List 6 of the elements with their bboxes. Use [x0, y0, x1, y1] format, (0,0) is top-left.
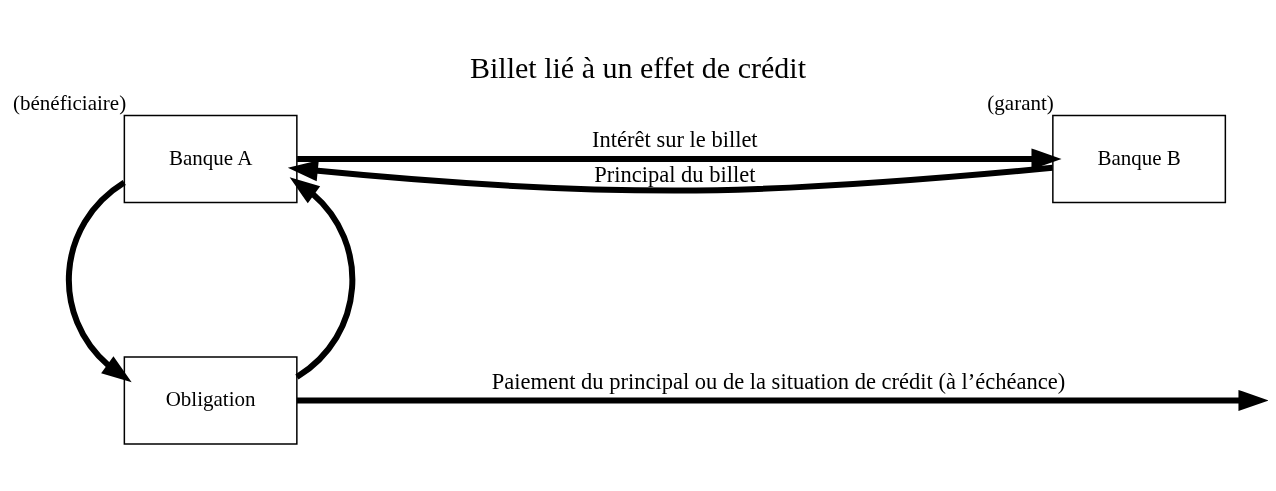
edge-label: Paiement du principal ou de la situation de crédit (à l’échéance)	[491, 368, 1066, 393]
node-label: (bénéficiaire)	[13, 90, 127, 115]
diagram-title: Billet lié à un effet de crédit	[470, 50, 806, 84]
edge-label: Principal du billet	[594, 161, 756, 186]
node-label: (garant)	[987, 90, 1054, 115]
edge-label: Intérêt sur le billet	[592, 126, 758, 152]
